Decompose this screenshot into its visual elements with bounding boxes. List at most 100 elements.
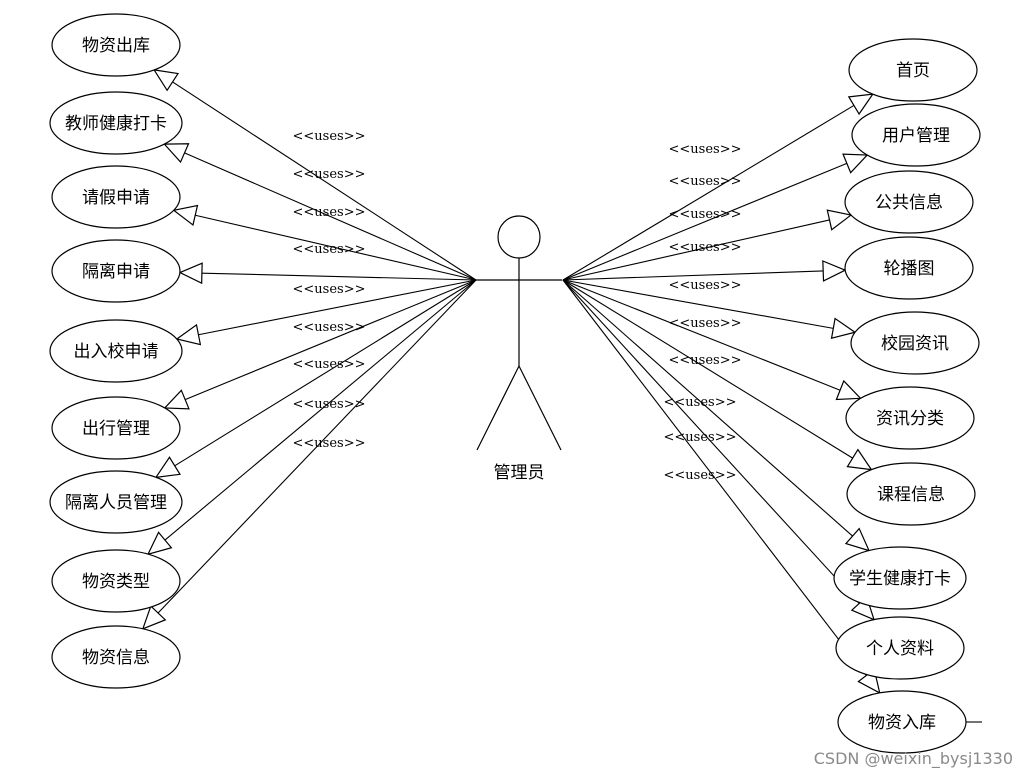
- use-case-label: 首页: [896, 61, 930, 81]
- right-association-line: [562, 279, 834, 329]
- right-uses-label: <<uses>>: [669, 353, 742, 368]
- watermark: CSDN @weixin_bysj1330: [813, 749, 1013, 768]
- use-case-ellipse: [51, 165, 181, 229]
- right-arrow-head: [835, 379, 862, 401]
- use-case-nodes: 物资出库教师健康打卡请假申请隔离申请出入校申请出行管理隔离人员管理物资类型物资信…: [49, 13, 981, 754]
- right-arrow-head: [826, 209, 853, 231]
- actor-left-leg: [476, 365, 520, 451]
- right-uses-label: <<uses>>: [669, 316, 742, 331]
- left-association-line: [174, 279, 477, 467]
- use-case-label: 轮播图: [884, 259, 935, 279]
- use-case-label: 资讯分类: [876, 409, 944, 429]
- use-case-label: 校园资讯: [881, 334, 949, 354]
- left-use-case-1: 教师健康打卡: [49, 91, 183, 155]
- right-arrow-head: [842, 153, 869, 174]
- use-case-ellipse: [49, 319, 183, 383]
- use-case-label: 出入校申请: [74, 342, 159, 362]
- use-case-ellipse: [844, 236, 974, 300]
- use-case-ellipse: [51, 239, 181, 303]
- use-case-label: 物资入库: [868, 713, 936, 733]
- right-association-line: [562, 219, 830, 281]
- use-case-ellipse: [850, 311, 980, 375]
- actor-label: 管理员: [494, 463, 545, 483]
- left-uses-label: <<uses>>: [293, 357, 366, 372]
- use-case-label: 物资信息: [82, 648, 150, 668]
- right-association-line: [562, 162, 848, 281]
- left-association-line: [195, 214, 477, 281]
- association-lines: <<uses>> <<uses>> <<uses>> <<uses>> <<uses>>…: [141, 69, 982, 723]
- right-association-line: [562, 279, 841, 391]
- use-case-ellipse: [846, 462, 976, 526]
- use-case-label: 请假申请: [82, 188, 150, 208]
- right-association-line: [562, 270, 824, 281]
- left-arrow-head: [175, 323, 202, 346]
- right-association-line: [562, 279, 853, 459]
- left-uses-label: <<uses>>: [293, 242, 366, 257]
- right-arrow-head: [844, 527, 871, 552]
- left-use-case-3: 隔离申请: [51, 239, 181, 303]
- left-use-case-0: 物资出库: [51, 13, 181, 77]
- left-arrow-head: [172, 204, 199, 227]
- left-uses-label: <<uses>>: [293, 436, 366, 451]
- left-uses-label: <<uses>>: [293, 397, 366, 412]
- left-arrow-head: [178, 262, 203, 285]
- right-arrow-head: [850, 595, 876, 621]
- use-case-ellipse: [49, 470, 183, 534]
- right-use-case-2: 公共信息: [844, 170, 974, 234]
- use-case-label: 用户管理: [882, 126, 950, 146]
- use-case-label: 公共信息: [875, 193, 943, 213]
- right-use-case-3: 轮播图: [844, 236, 974, 300]
- use-case-ellipse: [851, 103, 981, 167]
- left-association-line: [172, 81, 477, 281]
- use-case-ellipse: [835, 616, 965, 680]
- right-uses-label: <<uses>>: [669, 240, 742, 255]
- use-case-label: 出行管理: [82, 419, 150, 439]
- use-case-label: 物资类型: [82, 572, 150, 592]
- right-use-case-0: 首页: [848, 38, 978, 102]
- use-case-label: 学生健康打卡: [849, 569, 951, 589]
- left-association-line: [184, 279, 477, 401]
- right-association-line: [562, 279, 867, 676]
- use-case-ellipse: [51, 13, 181, 77]
- left-arrow-head: [154, 456, 181, 479]
- right-use-case-9: 物资入库: [837, 690, 967, 754]
- left-uses-label: <<uses>>: [293, 282, 366, 297]
- use-case-label: 隔离申请: [82, 262, 150, 282]
- left-association-line: [198, 279, 477, 336]
- left-arrow-head: [152, 69, 180, 92]
- right-uses-label: <<uses>>: [664, 430, 737, 445]
- left-use-case-2: 请假申请: [51, 165, 181, 229]
- right-arrow-head: [830, 317, 857, 340]
- left-uses-label: <<uses>>: [293, 167, 366, 182]
- left-arrow-head: [163, 143, 190, 164]
- right-uses-label: <<uses>>: [669, 174, 742, 189]
- right-uses-label: <<uses>>: [664, 468, 737, 483]
- left-association-line: [201, 272, 477, 281]
- left-arrow-head: [163, 389, 190, 410]
- left-use-case-7: 物资类型: [51, 549, 181, 613]
- use-case-ellipse: [844, 170, 974, 234]
- right-use-case-8: 个人资料: [835, 616, 965, 680]
- right-uses-label: <<uses>>: [669, 142, 742, 157]
- right-association-line: [562, 279, 853, 537]
- use-case-label: 隔离人员管理: [65, 493, 167, 513]
- right-association-line: [562, 279, 860, 604]
- use-case-ellipse: [833, 546, 967, 610]
- left-use-case-8: 物资信息: [51, 625, 181, 689]
- left-use-case-6: 隔离人员管理: [49, 470, 183, 534]
- left-uses-label: <<uses>>: [293, 205, 366, 220]
- left-use-case-5: 出行管理: [51, 396, 181, 460]
- use-case-ellipse: [845, 386, 975, 450]
- right-use-case-6: 课程信息: [846, 462, 976, 526]
- use-case-ellipse: [51, 625, 181, 689]
- right-use-case-4: 校园资讯: [850, 311, 980, 375]
- right-use-case-5: 资讯分类: [845, 386, 975, 450]
- use-case-label: 教师健康打卡: [65, 114, 167, 134]
- left-arrow-head: [141, 604, 167, 630]
- use-case-ellipse: [49, 91, 183, 155]
- left-association-line: [184, 152, 477, 281]
- actor: 管理员: [476, 215, 562, 483]
- actor-head: [497, 215, 541, 259]
- use-case-label: 物资出库: [82, 36, 150, 56]
- left-association-line: [157, 279, 477, 614]
